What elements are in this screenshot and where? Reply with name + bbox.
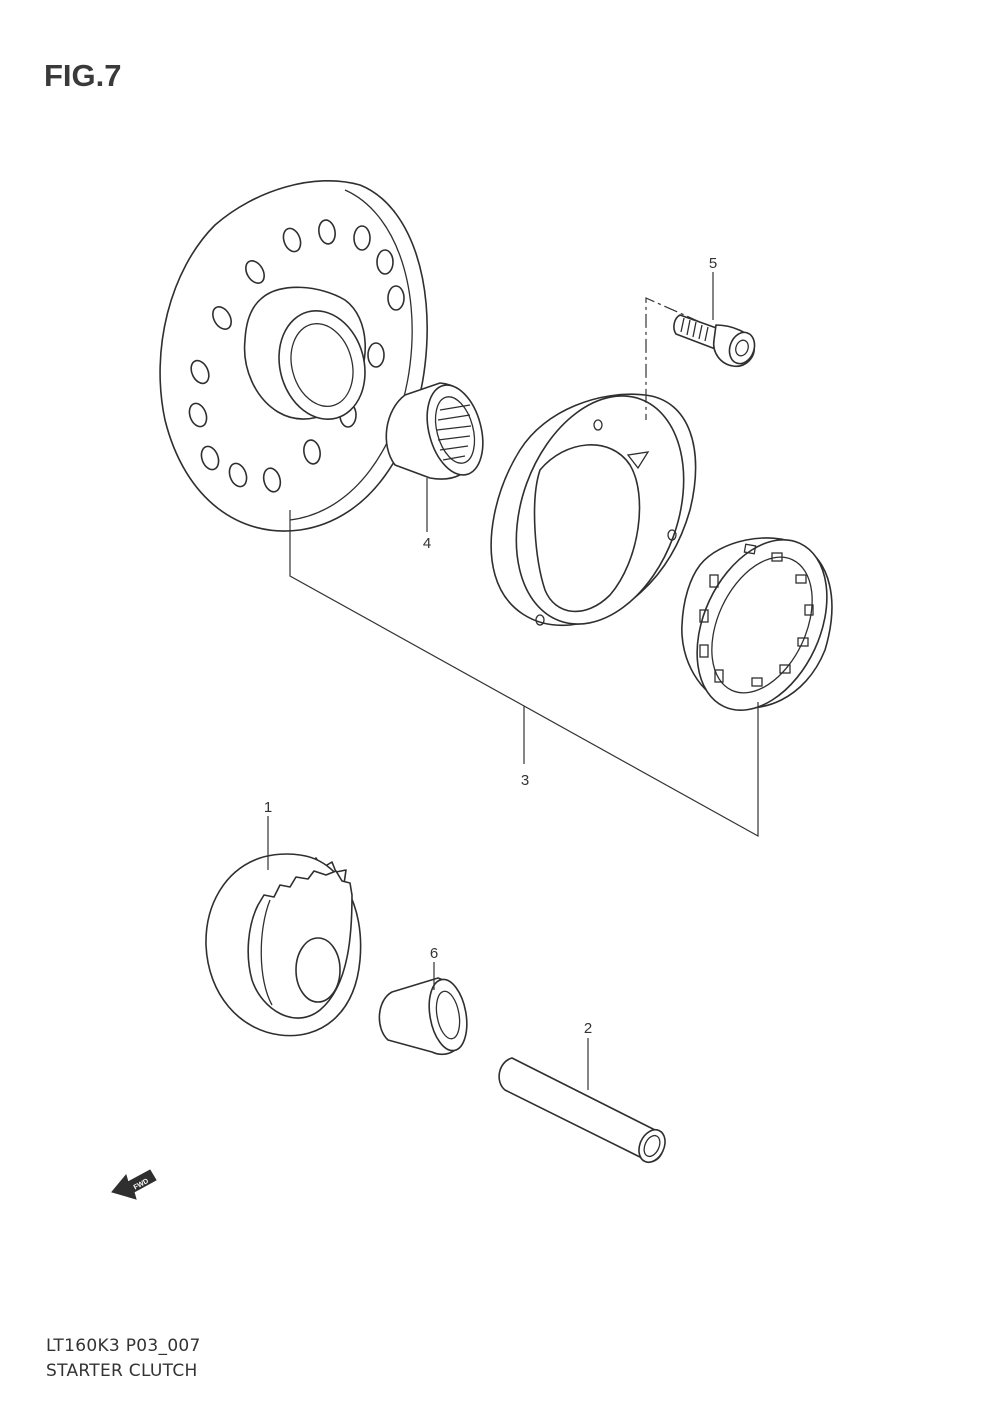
clutch-bolt bbox=[673, 314, 756, 368]
figure-caption: STARTER CLUTCH bbox=[46, 1361, 198, 1381]
starter-driven-gear bbox=[159, 179, 428, 532]
one-way-clutch-sprag bbox=[681, 537, 833, 711]
clutch-housing bbox=[490, 393, 697, 627]
starter-idle-gear bbox=[205, 853, 362, 1037]
idle-gear-shaft bbox=[498, 1057, 666, 1164]
leader-lines bbox=[267, 272, 759, 1090]
idle-gear-bushing bbox=[378, 977, 468, 1056]
model-code: LT160K3 P03_007 bbox=[46, 1336, 201, 1356]
figure-title: FIG.7 bbox=[44, 58, 122, 93]
callout-5: 5 bbox=[709, 255, 717, 272]
gear-holes bbox=[188, 219, 405, 493]
callout-3: 3 bbox=[521, 772, 529, 789]
callout-6: 6 bbox=[430, 945, 438, 962]
callout-4: 4 bbox=[423, 535, 431, 552]
callout-1: 1 bbox=[264, 799, 272, 816]
sprag-slots bbox=[699, 543, 814, 687]
callout-labels: 1 2 3 4 5 6 bbox=[264, 255, 717, 1037]
forward-direction-arrow-icon: FWD bbox=[111, 1169, 157, 1200]
callout-2: 2 bbox=[584, 1020, 592, 1037]
needle-bearing bbox=[385, 382, 484, 480]
